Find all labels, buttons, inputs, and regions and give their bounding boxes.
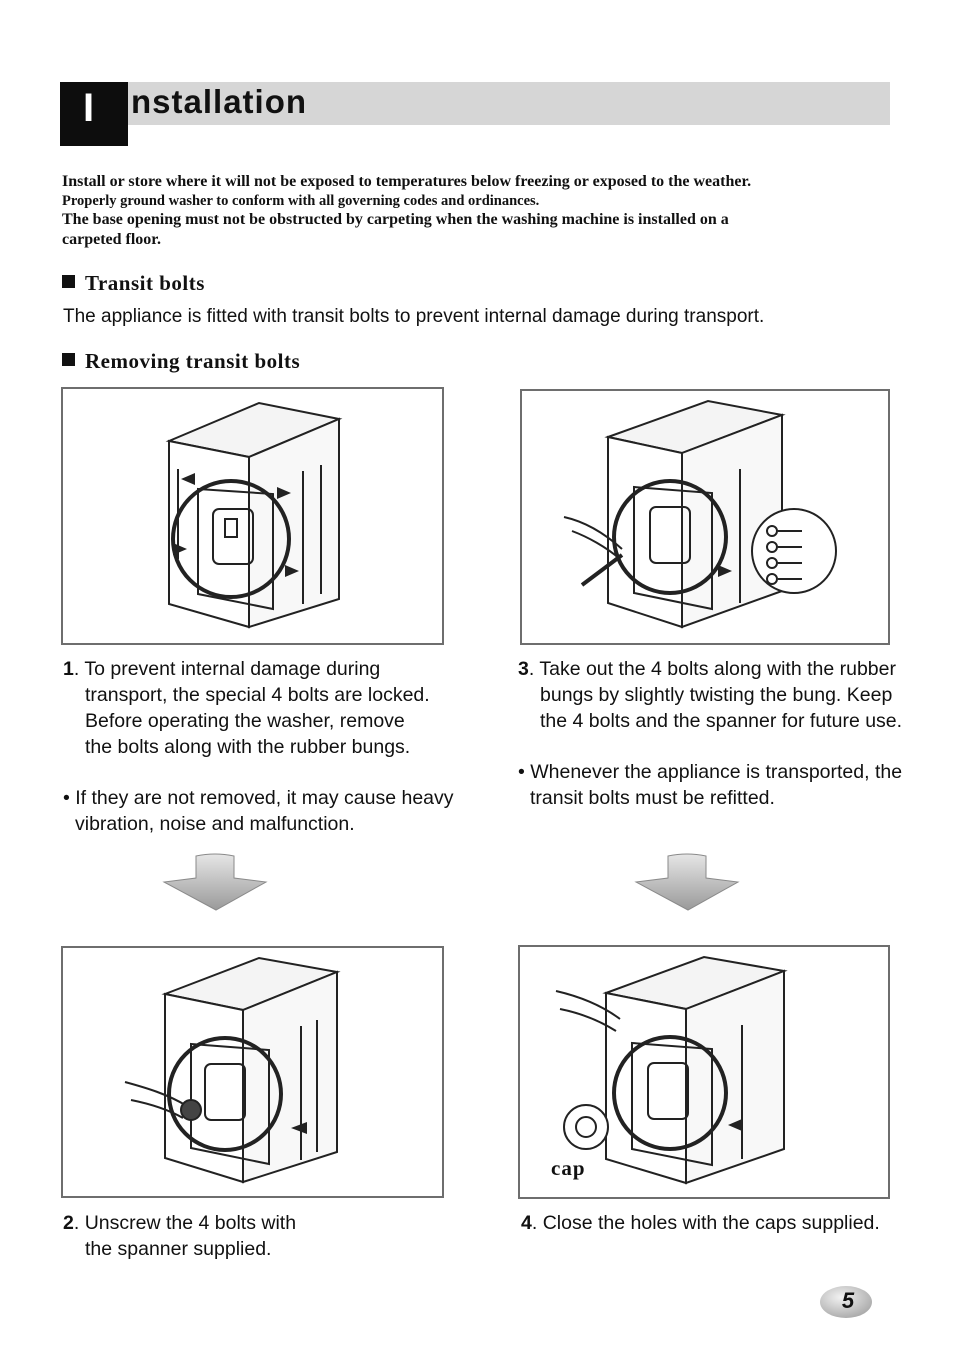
page-title: nstallation (131, 83, 308, 120)
transit-bolts-heading: Transit bolts (62, 270, 205, 296)
illustration-step-1 (61, 387, 444, 645)
removing-bolts-heading: Removing transit bolts (62, 348, 300, 374)
step-1-note: • If they are not removed, it may cause … (63, 787, 454, 835)
intro-notes: Install or store where it will not be ex… (62, 172, 892, 250)
illustration-step-4 (518, 945, 890, 1199)
step-3-text: 3. Take out the 4 bolts along with the r… (518, 658, 903, 732)
down-arrow-icon (634, 853, 740, 911)
intro-line: The base opening must not be obstructed … (62, 211, 729, 228)
title-initial: I (83, 86, 95, 130)
title-bar (60, 82, 890, 125)
page-number-badge (820, 1286, 872, 1318)
bullet-square (62, 353, 75, 366)
step-4-text: 4. Close the holes with the caps supplie… (521, 1212, 880, 1234)
step-3-note: • Whenever the appliance is transported,… (518, 761, 903, 809)
bullet-square (62, 275, 75, 288)
transit-bolts-text: The appliance is fitted with transit bol… (63, 306, 765, 327)
title-initial-block (60, 82, 128, 146)
cap-label: cap (551, 1156, 586, 1180)
page-number: 5 (841, 1288, 855, 1313)
illustration-step-3 (520, 389, 890, 645)
intro-line: Properly ground washer to conform with a… (62, 193, 540, 209)
intro-line: carpeted floor. (62, 231, 161, 248)
intro-line: Install or store where it will not be ex… (62, 173, 752, 190)
illustration-step-2 (61, 946, 444, 1198)
down-arrow-icon (162, 853, 268, 911)
step-1-text: 1. To prevent internal damage during tra… (63, 658, 430, 758)
step-2-text: 2. Unscrew the 4 bolts with the spanner … (63, 1212, 297, 1260)
